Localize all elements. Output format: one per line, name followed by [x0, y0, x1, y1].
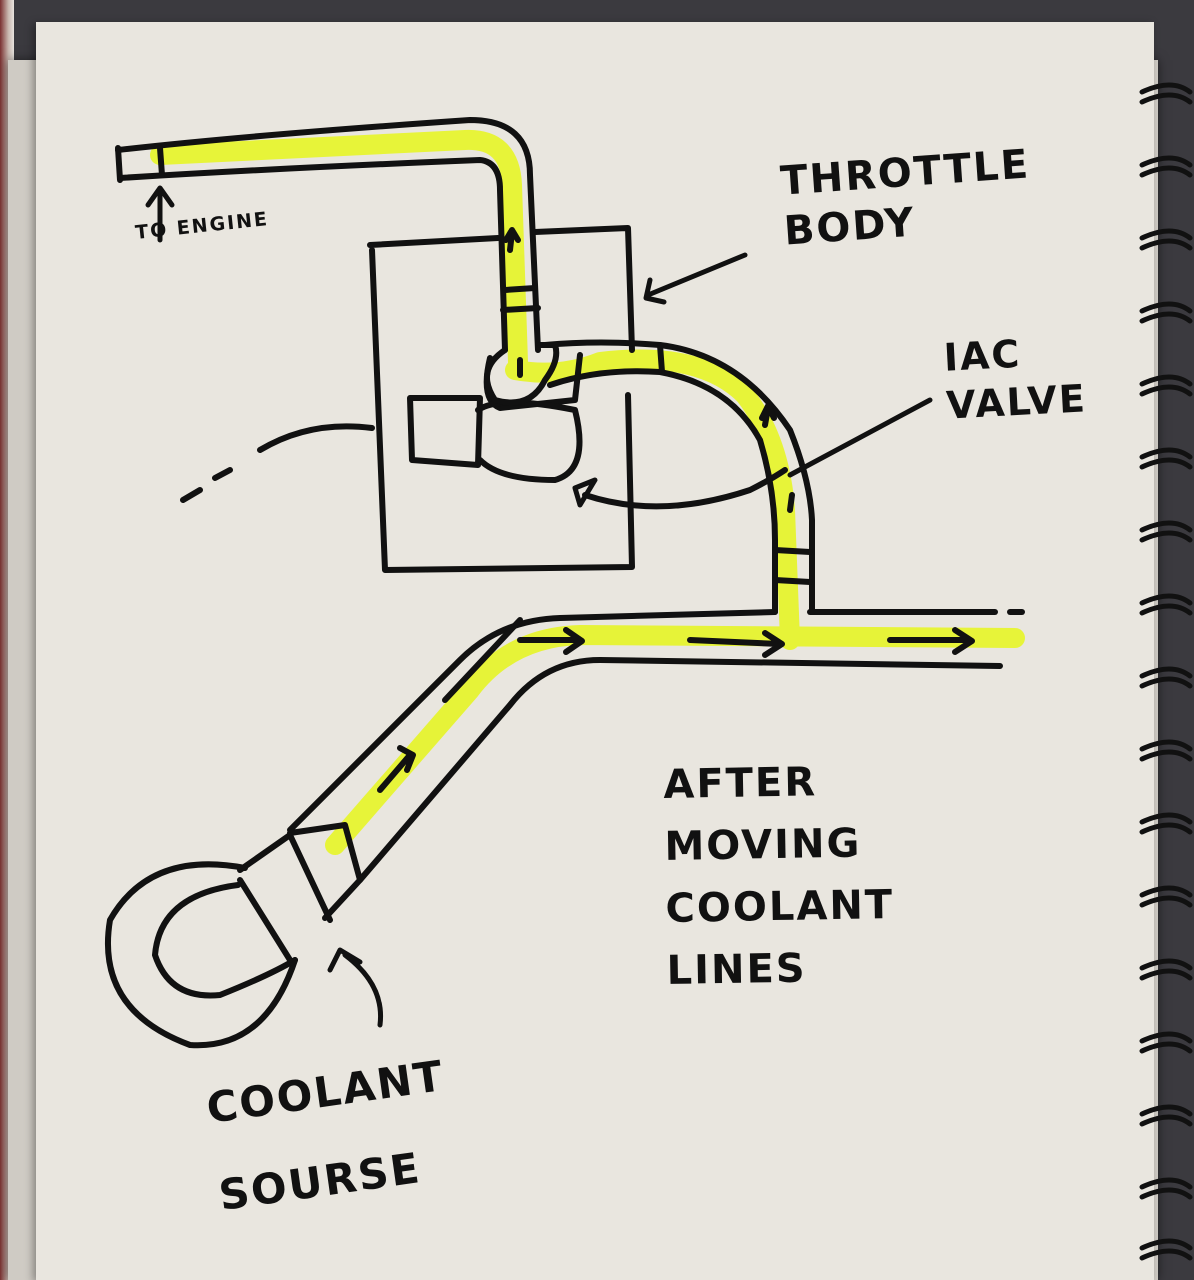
iac-valve-pointer: [787, 397, 933, 478]
throttle-body-arrow: [643, 252, 748, 305]
spiral-binding: [1139, 82, 1193, 1261]
iac-outlet-line: [542, 339, 815, 615]
throttle-body-label: THROTTLE BODY: [778, 141, 1032, 255]
label-pointers: [145, 185, 933, 1028]
coolant-source: [104, 822, 363, 1049]
main-line-flow-arrows: [377, 617, 975, 793]
coolant-source-label: COOLANT SOURSE: [203, 1051, 448, 1220]
iac-valve-label: IAC VALVE: [942, 331, 1088, 428]
engine-line: [115, 117, 560, 406]
to-engine-arrow: [145, 185, 175, 243]
throttle-body: [367, 225, 635, 573]
coolant-source-arrow: [327, 947, 384, 1028]
main-coolant-line: [287, 609, 1025, 883]
caption-label: AFTER MOVING COOLANT LINES: [662, 759, 895, 994]
